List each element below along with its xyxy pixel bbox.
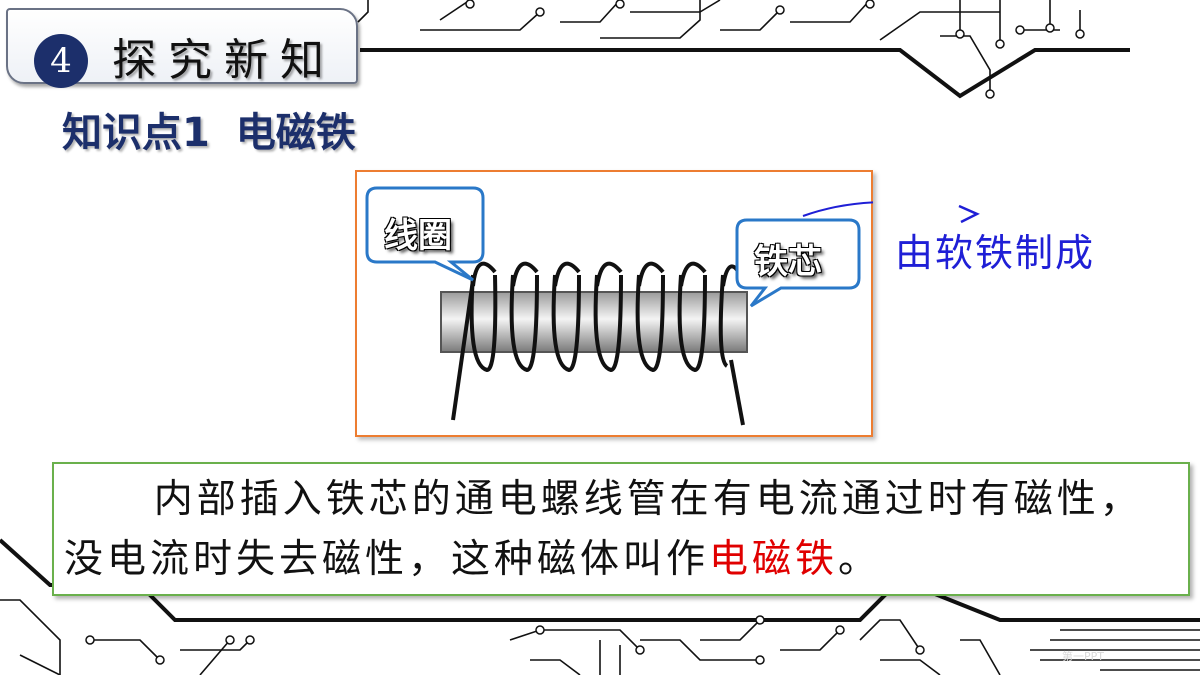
- definition-highlight-term: 电磁铁: [709, 537, 839, 582]
- arrow-head-icon: [958, 204, 980, 224]
- definition-text-main: 内部插入铁芯的通电螺线管在有电流通过时有磁性，没电流时失去磁性，这种磁体叫作: [64, 477, 1143, 582]
- core-callout-bubble: [735, 218, 861, 308]
- definition-text: 内部插入铁芯的通电螺线管在有电流通过时有磁性，没电流时失去磁性，这种磁体叫作电磁…: [64, 470, 1182, 590]
- core-note-arrow: [802, 201, 873, 217]
- core-label: 铁芯: [754, 242, 822, 282]
- coil-callout-bubble: [365, 186, 485, 282]
- section-title: 探究新知: [112, 35, 336, 86]
- coil-label: 线圈: [384, 216, 452, 256]
- definition-text-end: 。: [838, 537, 882, 582]
- definition-box: 内部插入铁芯的通电螺线管在有电流通过时有磁性，没电流时失去磁性，这种磁体叫作电磁…: [52, 462, 1190, 596]
- section-tag: 4 探究新知: [6, 8, 358, 88]
- coil-front: [451, 274, 745, 426]
- knowledge-point-title: 知识点1 电磁铁: [62, 110, 356, 156]
- core-material-note: 由软铁制成: [895, 231, 1096, 275]
- section-number-badge: 4: [34, 34, 88, 88]
- electromagnet-diagram: [365, 186, 873, 426]
- watermark: 第一PPT: [1062, 650, 1104, 663]
